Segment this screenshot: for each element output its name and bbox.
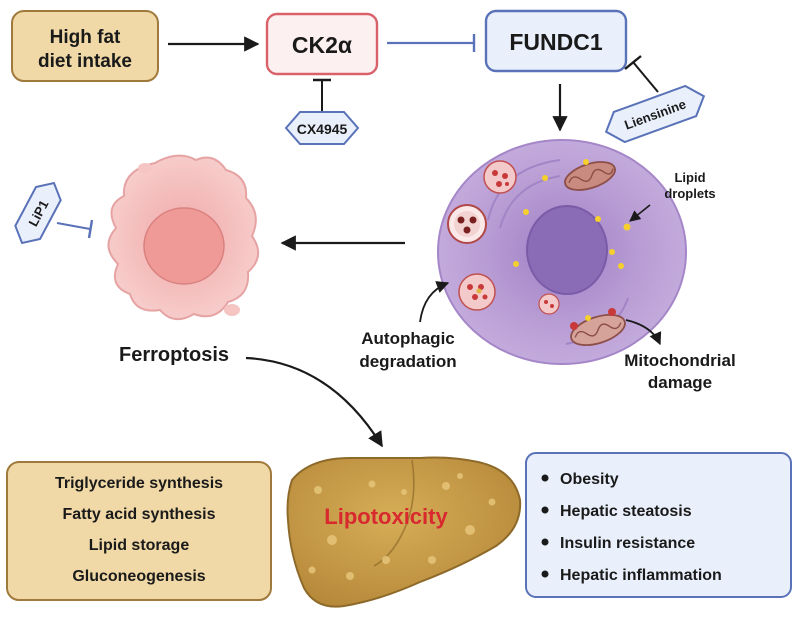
lipotoxicity-label: Lipotoxicity <box>324 504 448 529</box>
bullet-1 <box>541 474 549 482</box>
cx4945-label: CX4945 <box>297 121 348 137</box>
lip1-hexagon: LiP1 <box>14 181 62 245</box>
fundc1-box: FUNDC1 <box>484 9 628 73</box>
arrow-mito-damage <box>625 319 662 346</box>
mito-damage-line1: Mitochondrial <box>624 351 735 370</box>
bullet-4 <box>541 570 549 578</box>
outcomes-box: Obesity Hepatic steatosis Insulin resist… <box>525 452 792 598</box>
lysosome <box>447 204 487 244</box>
ferroptosis-label: Ferroptosis <box>119 344 229 366</box>
bullet-3 <box>541 538 549 546</box>
cx4945-hexagon: CX4945 <box>284 111 360 145</box>
ferroptotic-cell <box>107 154 259 321</box>
mito-damage-line2: damage <box>648 373 712 392</box>
metabolism-box: Triglyceride synthesis Fatty acid synthe… <box>6 461 272 601</box>
ck2a-box: CK2α <box>265 12 379 76</box>
arrow-autophagic <box>419 281 450 323</box>
mitochondrion-damaged <box>570 314 626 346</box>
hepatocyte-cell <box>437 139 687 365</box>
fundc1-label: FUNDC1 <box>509 29 602 55</box>
bullet-2 <box>541 506 549 514</box>
metabolism-item-1: Triglyceride synthesis <box>55 475 223 492</box>
arrow-ferroptosis-to-liver <box>245 356 383 448</box>
high-fat-line1: High fat <box>50 27 121 48</box>
autophagosome-3 <box>538 293 560 315</box>
metabolism-item-4: Gluconeogenesis <box>72 568 205 585</box>
ck2a-label: CK2α <box>292 32 352 58</box>
inhibit-liensinine-fundc1 <box>624 55 659 93</box>
inhibit-cx4945-ck2a <box>313 78 331 112</box>
inhibit-ck2a-fundc1 <box>387 34 476 52</box>
lipid-droplets-line1: Lipid <box>674 170 705 185</box>
high-fat-diet-box: High fat diet intake <box>11 10 159 82</box>
outcome-item-1: Obesity <box>560 471 619 488</box>
metabolism-item-3: Lipid storage <box>89 537 190 554</box>
inhibit-lip1-ferroptosis <box>56 219 94 239</box>
outcome-item-3: Insulin resistance <box>560 535 695 552</box>
metabolism-item-2: Fatty acid synthesis <box>63 506 216 523</box>
high-fat-line2: diet intake <box>38 51 132 72</box>
outcome-item-4: Hepatic inflammation <box>560 567 722 584</box>
autophagosome-2 <box>458 273 496 311</box>
lipid-droplets-line2: droplets <box>664 186 715 201</box>
autophagosome-1 <box>483 160 517 194</box>
autophagic-line2: degradation <box>359 352 456 371</box>
outcome-item-2: Hepatic steatosis <box>560 503 692 520</box>
autophagic-line1: Autophagic <box>361 329 455 348</box>
liensinine-hexagon: Liensinine <box>604 84 706 144</box>
arrow-lipid-droplets <box>629 204 651 222</box>
ferroptotic-nucleus <box>143 207 225 285</box>
fatty-liver <box>286 456 522 608</box>
nucleus <box>526 205 608 295</box>
lipid-droplets <box>513 159 631 321</box>
